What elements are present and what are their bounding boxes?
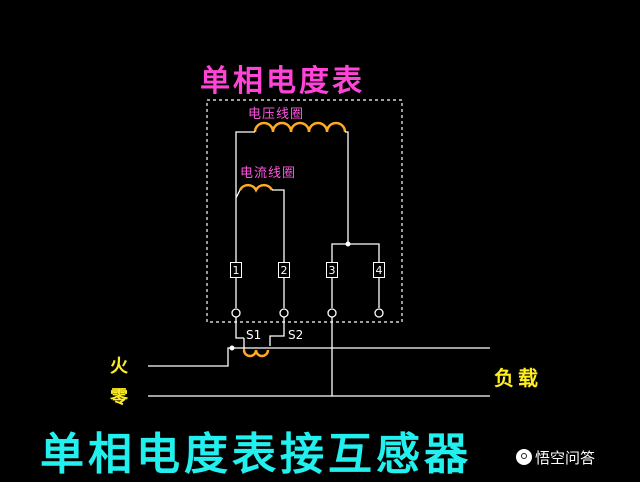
watermark-text: 悟空问答: [535, 448, 596, 467]
current-transformer-coil: [242, 349, 270, 358]
terminal-3-screw: [327, 308, 337, 318]
terminal-4-screw: [374, 308, 384, 318]
voltage-coil-label: 电压线圈: [248, 107, 305, 122]
fire-line-in: [148, 347, 232, 367]
voltage-coil: [253, 121, 347, 133]
wukong-logo-icon: [516, 449, 532, 465]
current-coil-wire-right: [272, 189, 285, 262]
current-coil: [238, 183, 274, 193]
fire-line-label: 火: [110, 356, 128, 377]
ct-s1-wire: [235, 317, 244, 339]
ct-s2-wire: [269, 317, 285, 346]
bottom-title: 单相电度表接互感器: [40, 429, 472, 480]
terminal-3-4-link: [331, 243, 380, 262]
junction-dot: [345, 241, 351, 247]
s2-label: S2: [288, 328, 304, 342]
voltage-coil-wire-right: [345, 131, 349, 244]
s1-label: S1: [246, 328, 262, 342]
load-label: 负载: [494, 366, 542, 390]
current-coil-label: 电流线圈: [240, 166, 297, 181]
meter-enclosure: [206, 99, 403, 323]
terminal-4: 4: [373, 262, 385, 278]
terminal-2-screw: [279, 308, 289, 318]
terminal-1-screw: [231, 308, 241, 318]
watermark: 悟空问答: [516, 446, 595, 468]
meter-title: 单相电度表: [200, 64, 365, 99]
current-coil-join: [235, 189, 241, 199]
terminal-3: 3: [326, 262, 338, 278]
voltage-coil-wire-left: [235, 131, 255, 195]
zero-line-label: 零: [110, 387, 128, 408]
terminal-1: 1: [230, 262, 242, 278]
terminal-2: 2: [278, 262, 290, 278]
